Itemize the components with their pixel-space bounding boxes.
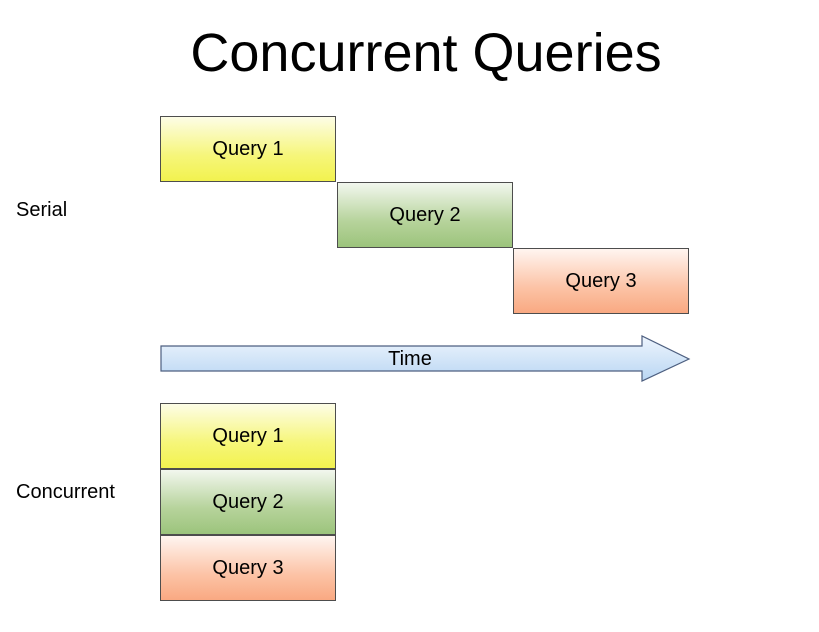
serial-query-3-label: Query 3 bbox=[565, 269, 637, 292]
concurrent-query-2-box: Query 2 bbox=[160, 469, 336, 535]
serial-query-3-box: Query 3 bbox=[513, 248, 689, 314]
time-arrow-shape bbox=[160, 335, 691, 382]
serial-query-1-box: Query 1 bbox=[160, 116, 336, 182]
concurrent-query-3-label: Query 3 bbox=[212, 556, 284, 579]
concurrent-query-2-label: Query 2 bbox=[212, 490, 284, 513]
serial-query-1-label: Query 1 bbox=[212, 137, 284, 160]
serial-query-2-box: Query 2 bbox=[337, 182, 513, 248]
page-title: Concurrent Queries bbox=[190, 23, 662, 83]
time-arrow: Time bbox=[160, 335, 692, 383]
serial-query-2-label: Query 2 bbox=[389, 203, 461, 226]
serial-label: Serial bbox=[16, 199, 68, 221]
concurrent-query-1-label: Query 1 bbox=[212, 424, 284, 447]
concurrent-label: Concurrent bbox=[16, 481, 115, 503]
time-label: Time bbox=[388, 347, 432, 370]
concurrent-query-3-box: Query 3 bbox=[160, 535, 336, 601]
concurrent-query-1-box: Query 1 bbox=[160, 403, 336, 469]
